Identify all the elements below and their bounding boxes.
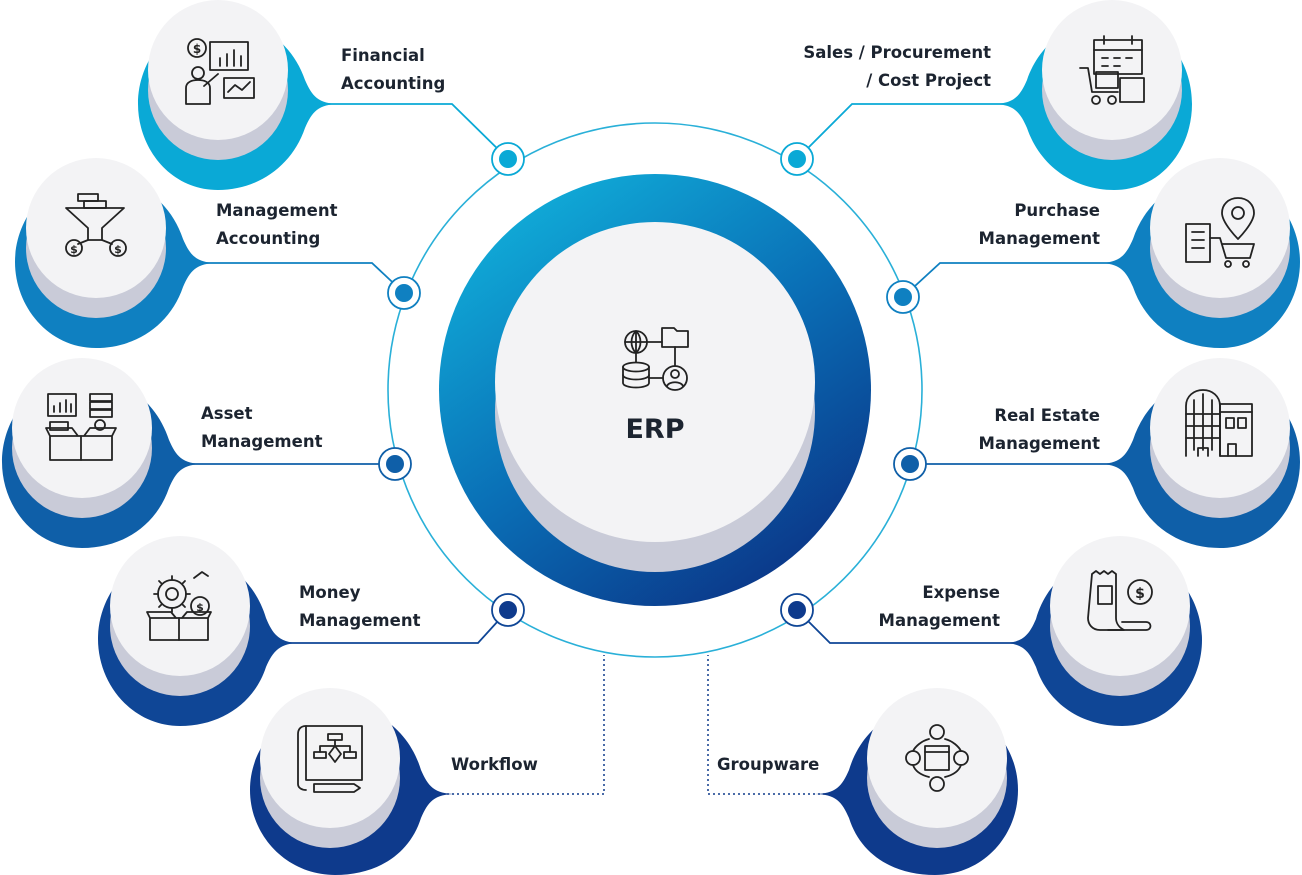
node-money-management [491,593,525,627]
outer-ring [387,122,923,658]
database-network-icon [622,327,689,391]
financial-accounting-label-1: Financial [341,46,425,65]
financial-accounting-label-2: Accounting [341,74,445,93]
expense-management-label-1: Expense [922,583,1000,602]
expense-management-label-2: Management [879,611,1001,630]
module-expense-management: $ Expense Management [879,536,1202,726]
management-accounting-label-2: Accounting [216,229,320,248]
flowchart-blueprint-icon [297,725,363,793]
location-cart-icon [1185,197,1255,268]
node-sales-procurement [780,142,814,176]
center-medallion: ERP [439,174,871,606]
module-sales-procurement: Sales / Procurement / Cost Project [803,0,1192,190]
node-expense-management [780,593,814,627]
svg-text:$: $ [193,42,201,56]
sales-procurement-label-1: Sales / Procurement [803,43,991,62]
workflow-label: Workflow [451,755,538,774]
module-money-management: $ Money Management [98,536,421,726]
real-estate-management-label-2: Management [979,434,1101,453]
node-asset-management [378,447,412,481]
management-accounting-label-1: Management [216,201,338,220]
cart-calendar-icon [1079,35,1145,105]
funnel-money-icon: $ $ [65,193,127,257]
asset-box-icon [45,393,117,461]
groupware-label: Groupware [717,755,819,774]
module-asset-management: Asset Management [2,358,323,548]
money-management-label-2: Management [299,611,421,630]
svg-text:$: $ [114,243,122,256]
node-management-accounting [387,276,421,310]
real-estate-management-label-1: Real Estate [994,406,1100,425]
asset-management-label-1: Asset [201,404,253,423]
module-real-estate-management: Real Estate Management [979,358,1300,548]
svg-text:$: $ [196,601,204,614]
module-financial-accounting: $ Financial Accounting [138,0,445,190]
center-title: ERP [625,414,684,445]
team-network-icon [905,724,969,792]
svg-text:$: $ [1135,586,1145,602]
receipt-dollar-icon: $ [1087,570,1153,631]
money-management-label-1: Money [299,583,361,602]
module-groupware: Groupware [717,688,1018,875]
node-purchase-management [886,280,920,314]
node-financial-accounting [491,142,525,176]
svg-text:$: $ [70,243,78,256]
module-management-accounting: $ $ Management Accounting [15,158,338,348]
asset-management-label-2: Management [201,432,323,451]
module-purchase-management: Purchase Management [979,158,1300,348]
node-real-estate-management [893,447,927,481]
sales-procurement-label-2: / Cost Project [866,71,991,90]
purchase-management-label-1: Purchase [1014,201,1100,220]
gear-money-box-icon: $ [146,571,212,641]
module-workflow: Workflow [250,688,538,875]
purchase-management-label-2: Management [979,229,1101,248]
ring-nodes [378,142,927,627]
presentation-chart-icon: $ [185,38,255,105]
building-icon [1185,389,1253,457]
